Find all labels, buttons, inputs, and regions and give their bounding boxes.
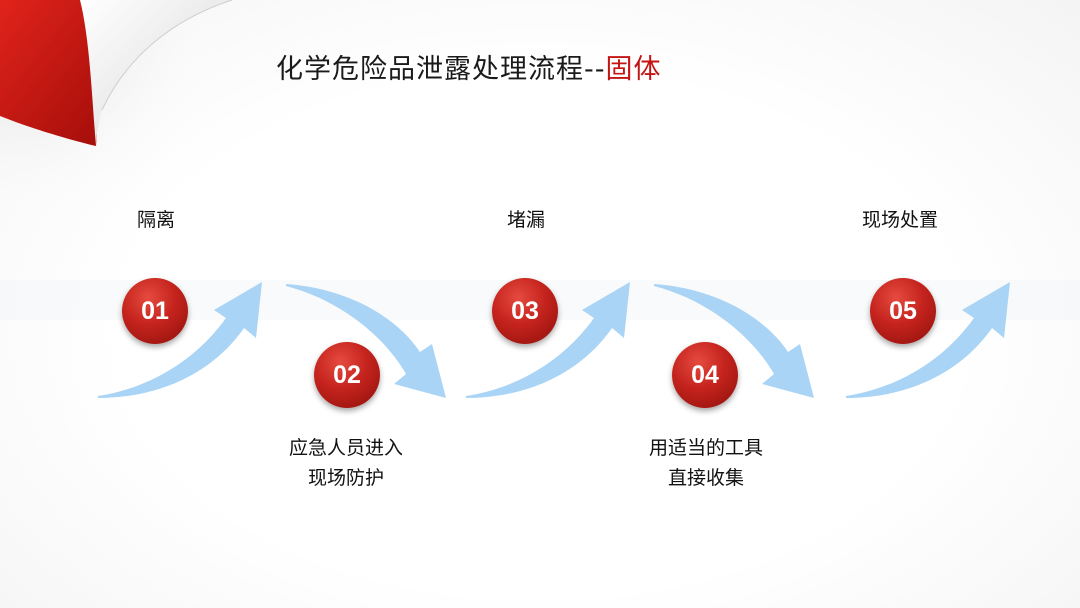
step-1-label: 隔离	[128, 208, 184, 232]
step-2-label: 应急人员进入 现场防护	[256, 433, 436, 493]
page-curl-icon	[0, 0, 232, 228]
step-3-label: 堵漏	[498, 208, 554, 232]
step-4-label-line1: 用适当的工具	[616, 433, 796, 463]
step-5-badge: 05	[870, 278, 936, 344]
step-5-label: 现场处置	[852, 208, 948, 232]
step-2-badge: 02	[314, 342, 380, 408]
step-4-label-line2: 直接收集	[616, 463, 796, 493]
step-3-badge: 03	[492, 278, 558, 344]
page-title: 化学危险品泄露处理流程--固体	[276, 50, 662, 90]
step-2-label-line1: 应急人员进入	[256, 433, 436, 463]
step-4-label: 用适当的工具 直接收集	[616, 433, 796, 493]
step-2-label-line2: 现场防护	[256, 463, 436, 493]
step-4-badge: 04	[672, 342, 738, 408]
title-accent: 固体	[606, 54, 662, 85]
title-main: 化学危险品泄露处理流程--	[276, 54, 606, 85]
step-1-badge: 01	[122, 278, 188, 344]
